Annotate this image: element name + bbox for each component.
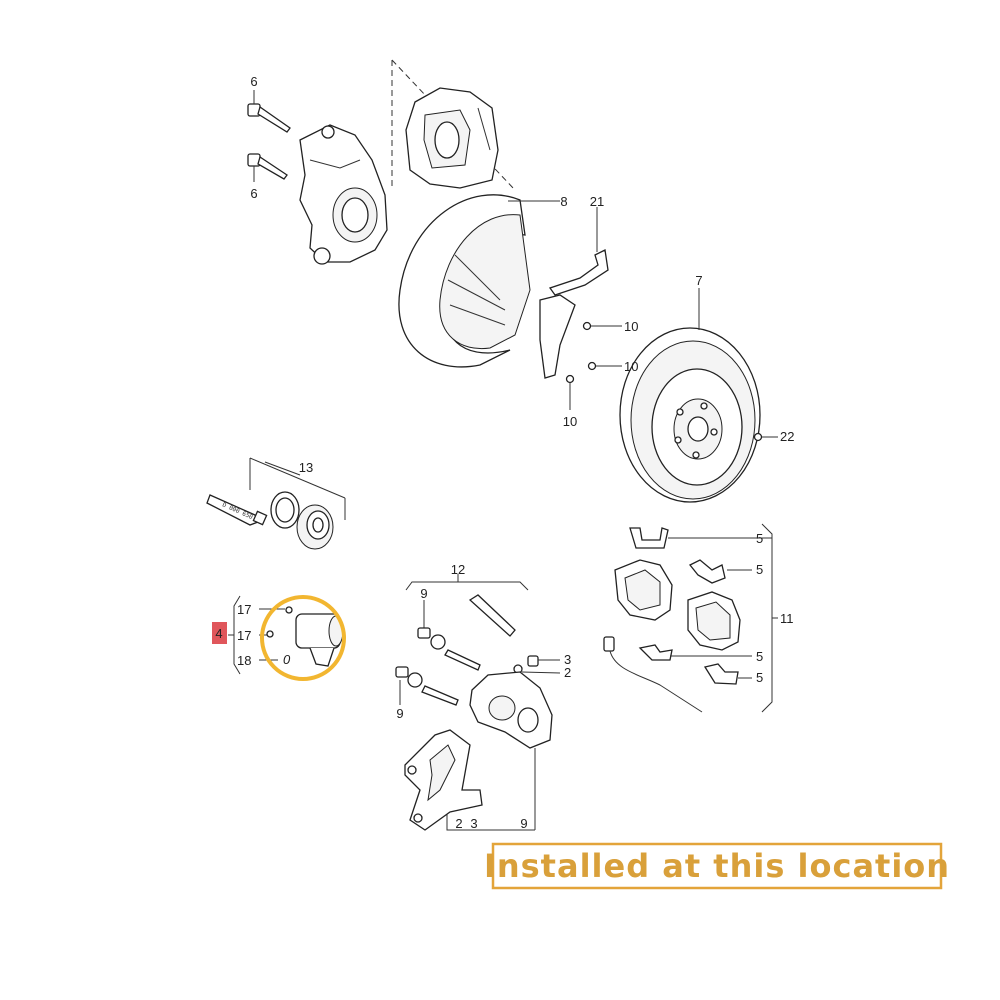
callout-22: 22 [780,429,794,444]
bolt-6-lower [247,153,288,180]
brake-pad-right [687,591,741,651]
callout-5-a: 5 [756,531,763,546]
callout-2-a: 2 [564,665,571,680]
servomotor [266,606,344,667]
pad-spring-5-a [629,527,669,549]
callout-5-d: 5 [756,670,763,685]
guide-pin-sleeve [468,594,516,637]
callout-9-b: 9 [396,706,403,721]
bleeder-valve [527,655,539,667]
pad-spring-5-b [688,559,726,584]
screw-10-c [565,374,575,384]
callout-17-b: 17 [237,628,251,643]
bolt-6-upper [247,103,291,133]
oring-glyph: 0 [283,652,291,667]
guide-bolt-9-lower [395,666,459,706]
callout-3-a: 3 [564,652,571,667]
banner-text: Installed at this location [484,847,950,885]
callout-3-b: 3 [470,816,477,831]
screw-10-b [587,361,597,371]
callout-10-b: 10 [624,359,638,374]
callout-11: 11 [780,611,794,626]
callout-2-b: 2 [455,816,462,831]
screw-10-a [582,321,592,331]
pad-spring-5-c [638,644,673,661]
guide-bolt-9-upper [417,627,481,671]
screw-22 [753,432,763,442]
highlight-circle [260,595,346,681]
callout-5-c: 5 [756,649,763,664]
caliper-housing-lower [469,671,553,749]
caliper-housing-top [405,87,499,189]
wheel-bearing [296,504,334,550]
brake-disc [619,327,761,503]
callout-10-a: 10 [624,319,638,334]
callout-18: 18 [237,653,251,668]
wear-sensor [603,636,703,713]
callout-8: 8 [560,194,567,209]
callout-12: 12 [451,562,465,577]
callout-6-lower: 6 [250,186,257,201]
callout-4: 4 [215,626,222,641]
splash-shield [398,194,531,368]
callout-10-c: 10 [563,414,577,429]
caliper-carrier [404,729,483,831]
brake-pad-left [614,559,673,621]
callout-9-a: 9 [420,586,427,601]
callout-17-a: 17 [237,602,251,617]
pad-spring-5-d [703,663,739,685]
installed-location-banner: Installed at this location [484,842,950,890]
callout-5-b: 5 [756,562,763,577]
callout-21: 21 [590,194,604,209]
bracket-21 [539,249,609,379]
steering-knuckle [299,124,388,265]
grease-tube: D 000 650 [206,494,268,526]
callout-6-upper: 6 [250,74,257,89]
seal-ring [270,491,300,529]
callout-box-4 [212,622,227,644]
callout-13: 13 [299,460,313,475]
callout-7: 7 [695,273,702,288]
callout-9-c: 9 [520,816,527,831]
